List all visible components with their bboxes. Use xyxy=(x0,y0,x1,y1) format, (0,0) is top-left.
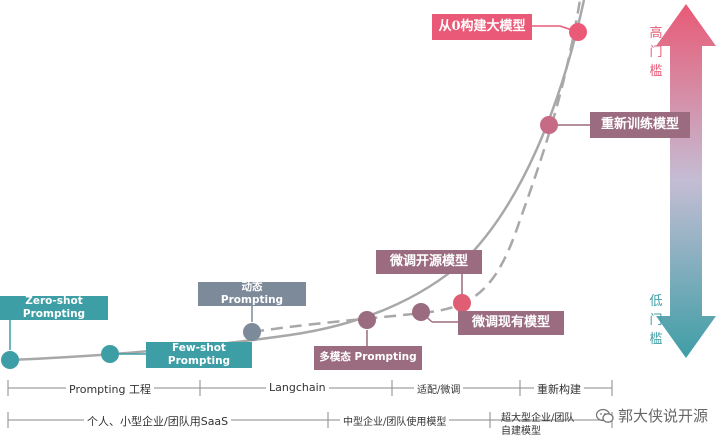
axis-row2-label-medium: 中型企业/团队使用模型 xyxy=(340,413,450,428)
point-build xyxy=(569,23,587,41)
axis-row1-label-adapt: 适配/微调 xyxy=(414,381,464,396)
point-finetune-existing xyxy=(412,303,430,321)
point-few-shot xyxy=(101,345,119,363)
label-finetune-open: 微调开源模型 xyxy=(376,250,482,274)
label-retrain: 重新训练模型 xyxy=(590,112,690,138)
wechat-icon xyxy=(595,408,614,423)
dashed-curve xyxy=(251,0,582,334)
axis-row2-label-large: 超大型企业/团队 自建模型 xyxy=(501,413,575,437)
point-retrain xyxy=(540,116,558,134)
watermark-text: 郭大侠说开源 xyxy=(617,407,708,425)
threshold-arrow xyxy=(656,4,716,358)
axis-row1-label-prompting: Prompting 工程 xyxy=(66,381,154,397)
threshold-high-label: 高 门 槛 xyxy=(649,26,663,79)
label-few-shot: Few-shot Prompting xyxy=(146,342,252,368)
point-zero-shot xyxy=(1,351,19,369)
label-finetune-existing: 微调现有模型 xyxy=(458,311,564,335)
label-dynamic: 动态 Prompting xyxy=(198,281,306,306)
axis-row1-label-langchain: Langchain xyxy=(266,381,329,394)
axis-row1-label-rebuild: 重新构建 xyxy=(534,381,584,397)
point-dynamic xyxy=(243,323,261,341)
label-build-from-zero: 从0构建大模型 xyxy=(432,14,532,40)
point-multimodal xyxy=(358,311,376,329)
label-zero-shot: Zero-shot Prompting xyxy=(0,295,108,320)
label-multimodal: 多模态 Prompting xyxy=(314,346,422,370)
axis-row2-label-saas: 个人、小型企业/团队用SaaS xyxy=(84,413,232,429)
watermark: 郭大侠说开源 xyxy=(595,405,708,426)
threshold-low-label: 低 门 槛 xyxy=(649,294,663,347)
point-finetune-open xyxy=(453,294,471,312)
